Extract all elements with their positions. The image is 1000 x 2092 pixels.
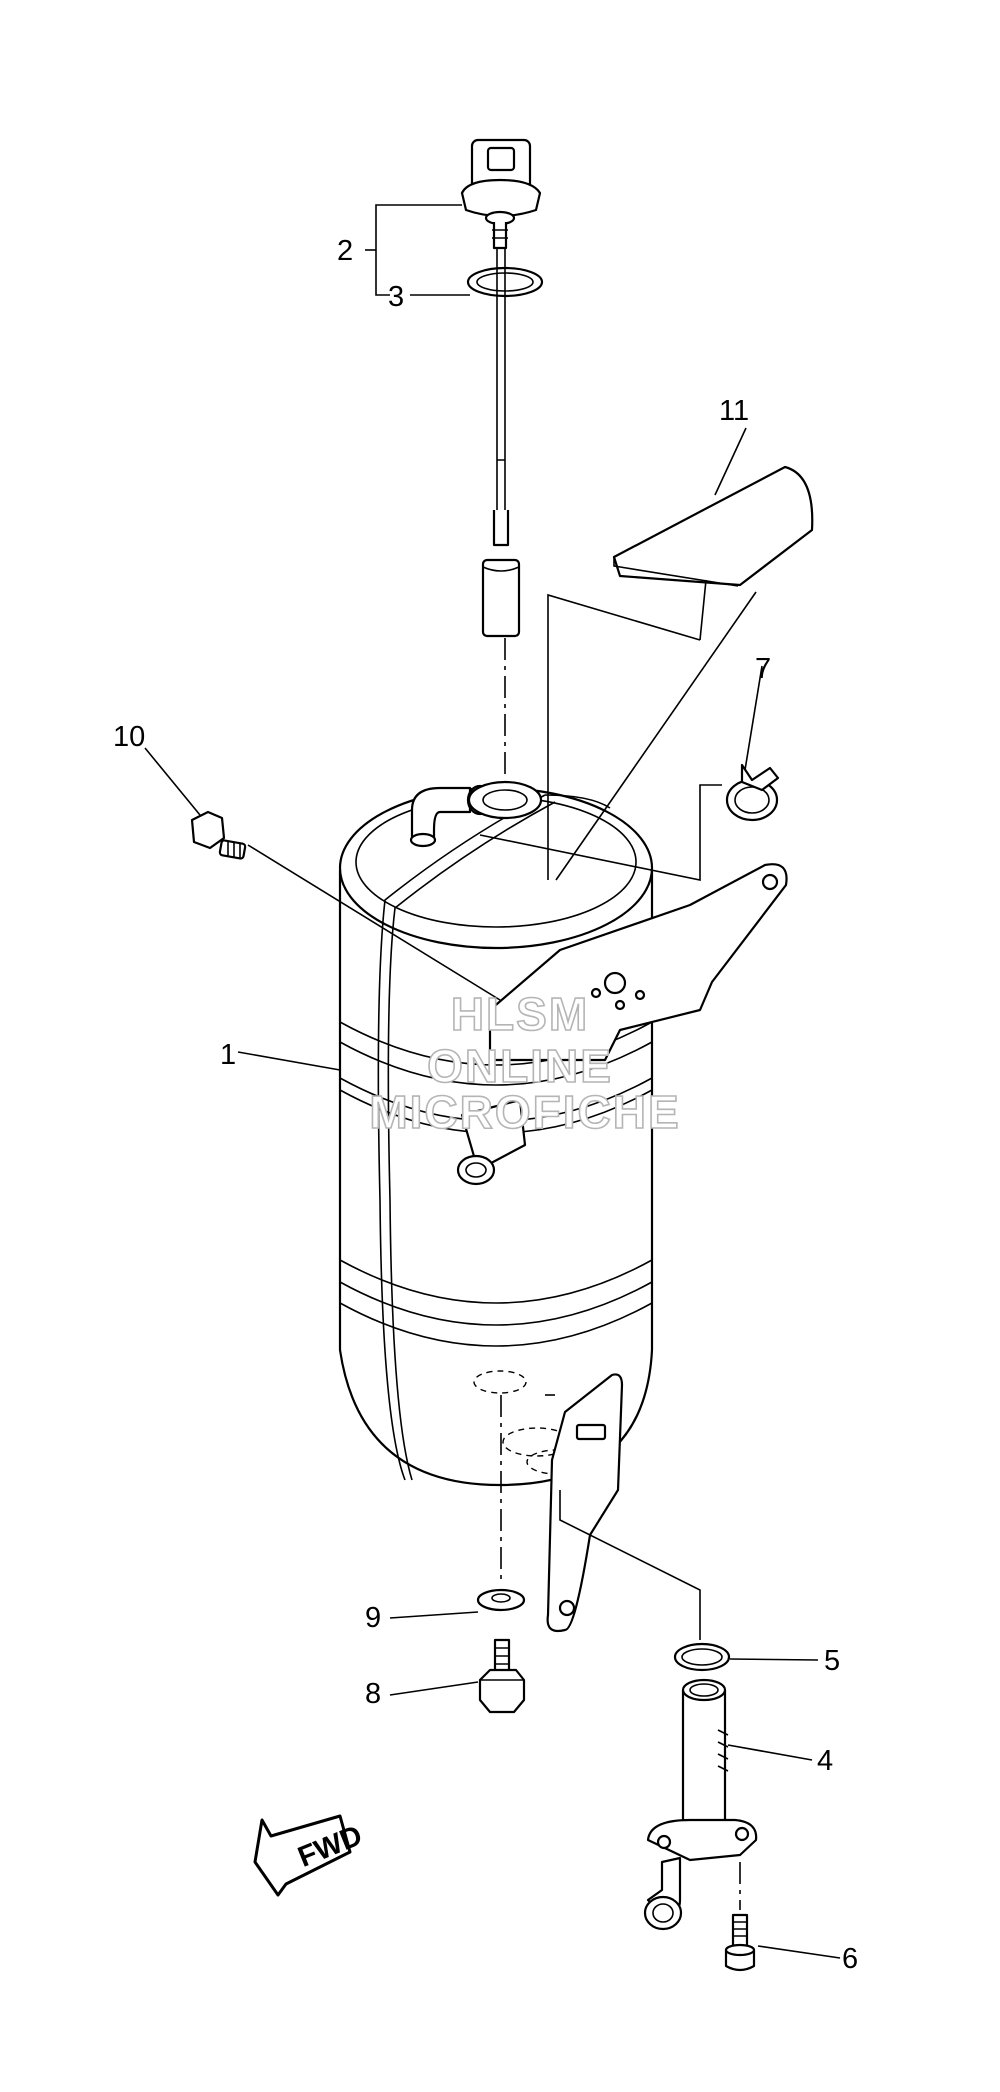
assembly-lines	[247, 579, 757, 1910]
part-8-bolt	[478, 1638, 526, 1714]
callout-11: 11	[719, 395, 749, 427]
leader-lines	[144, 204, 841, 1959]
tank-lower-bracket	[546, 1373, 624, 1633]
part-7-hose-clamp	[725, 763, 780, 822]
callout-5: 5	[824, 1645, 840, 1677]
callout-3: 3	[388, 281, 404, 313]
callout-1: 1	[220, 1039, 236, 1071]
callouts: 1 2 3 4 5 6 7 8 9 10 11	[113, 235, 858, 1975]
fwd-arrow-icon: FWD	[253, 1814, 367, 1897]
callout-9: 9	[365, 1602, 381, 1634]
watermark: HLSM ONLINE MICROFICHE	[369, 987, 680, 1139]
tank-upper-bracket	[488, 863, 788, 1062]
callout-4: 4	[817, 1745, 833, 1777]
callout-7: 7	[755, 653, 771, 685]
part-3-o-ring	[466, 266, 544, 298]
watermark-line-1: HLSM	[451, 988, 589, 1040]
watermark-line-2: ONLINE	[427, 1040, 613, 1092]
part-4-pipe-fitting	[643, 1678, 758, 1931]
callout-8: 8	[365, 1678, 381, 1710]
callout-6: 6	[842, 1943, 858, 1975]
part-10-bolt	[190, 810, 247, 860]
part-2-level-sensor	[460, 138, 542, 638]
callout-10: 10	[113, 721, 145, 753]
watermark-line-3: MICROFICHE	[369, 1086, 680, 1138]
part-6-screw	[724, 1913, 756, 1972]
part-9-washer	[476, 1588, 526, 1612]
callout-2: 2	[337, 235, 353, 267]
part-5-o-ring	[673, 1642, 731, 1672]
part-11-cover-pad	[612, 465, 814, 587]
